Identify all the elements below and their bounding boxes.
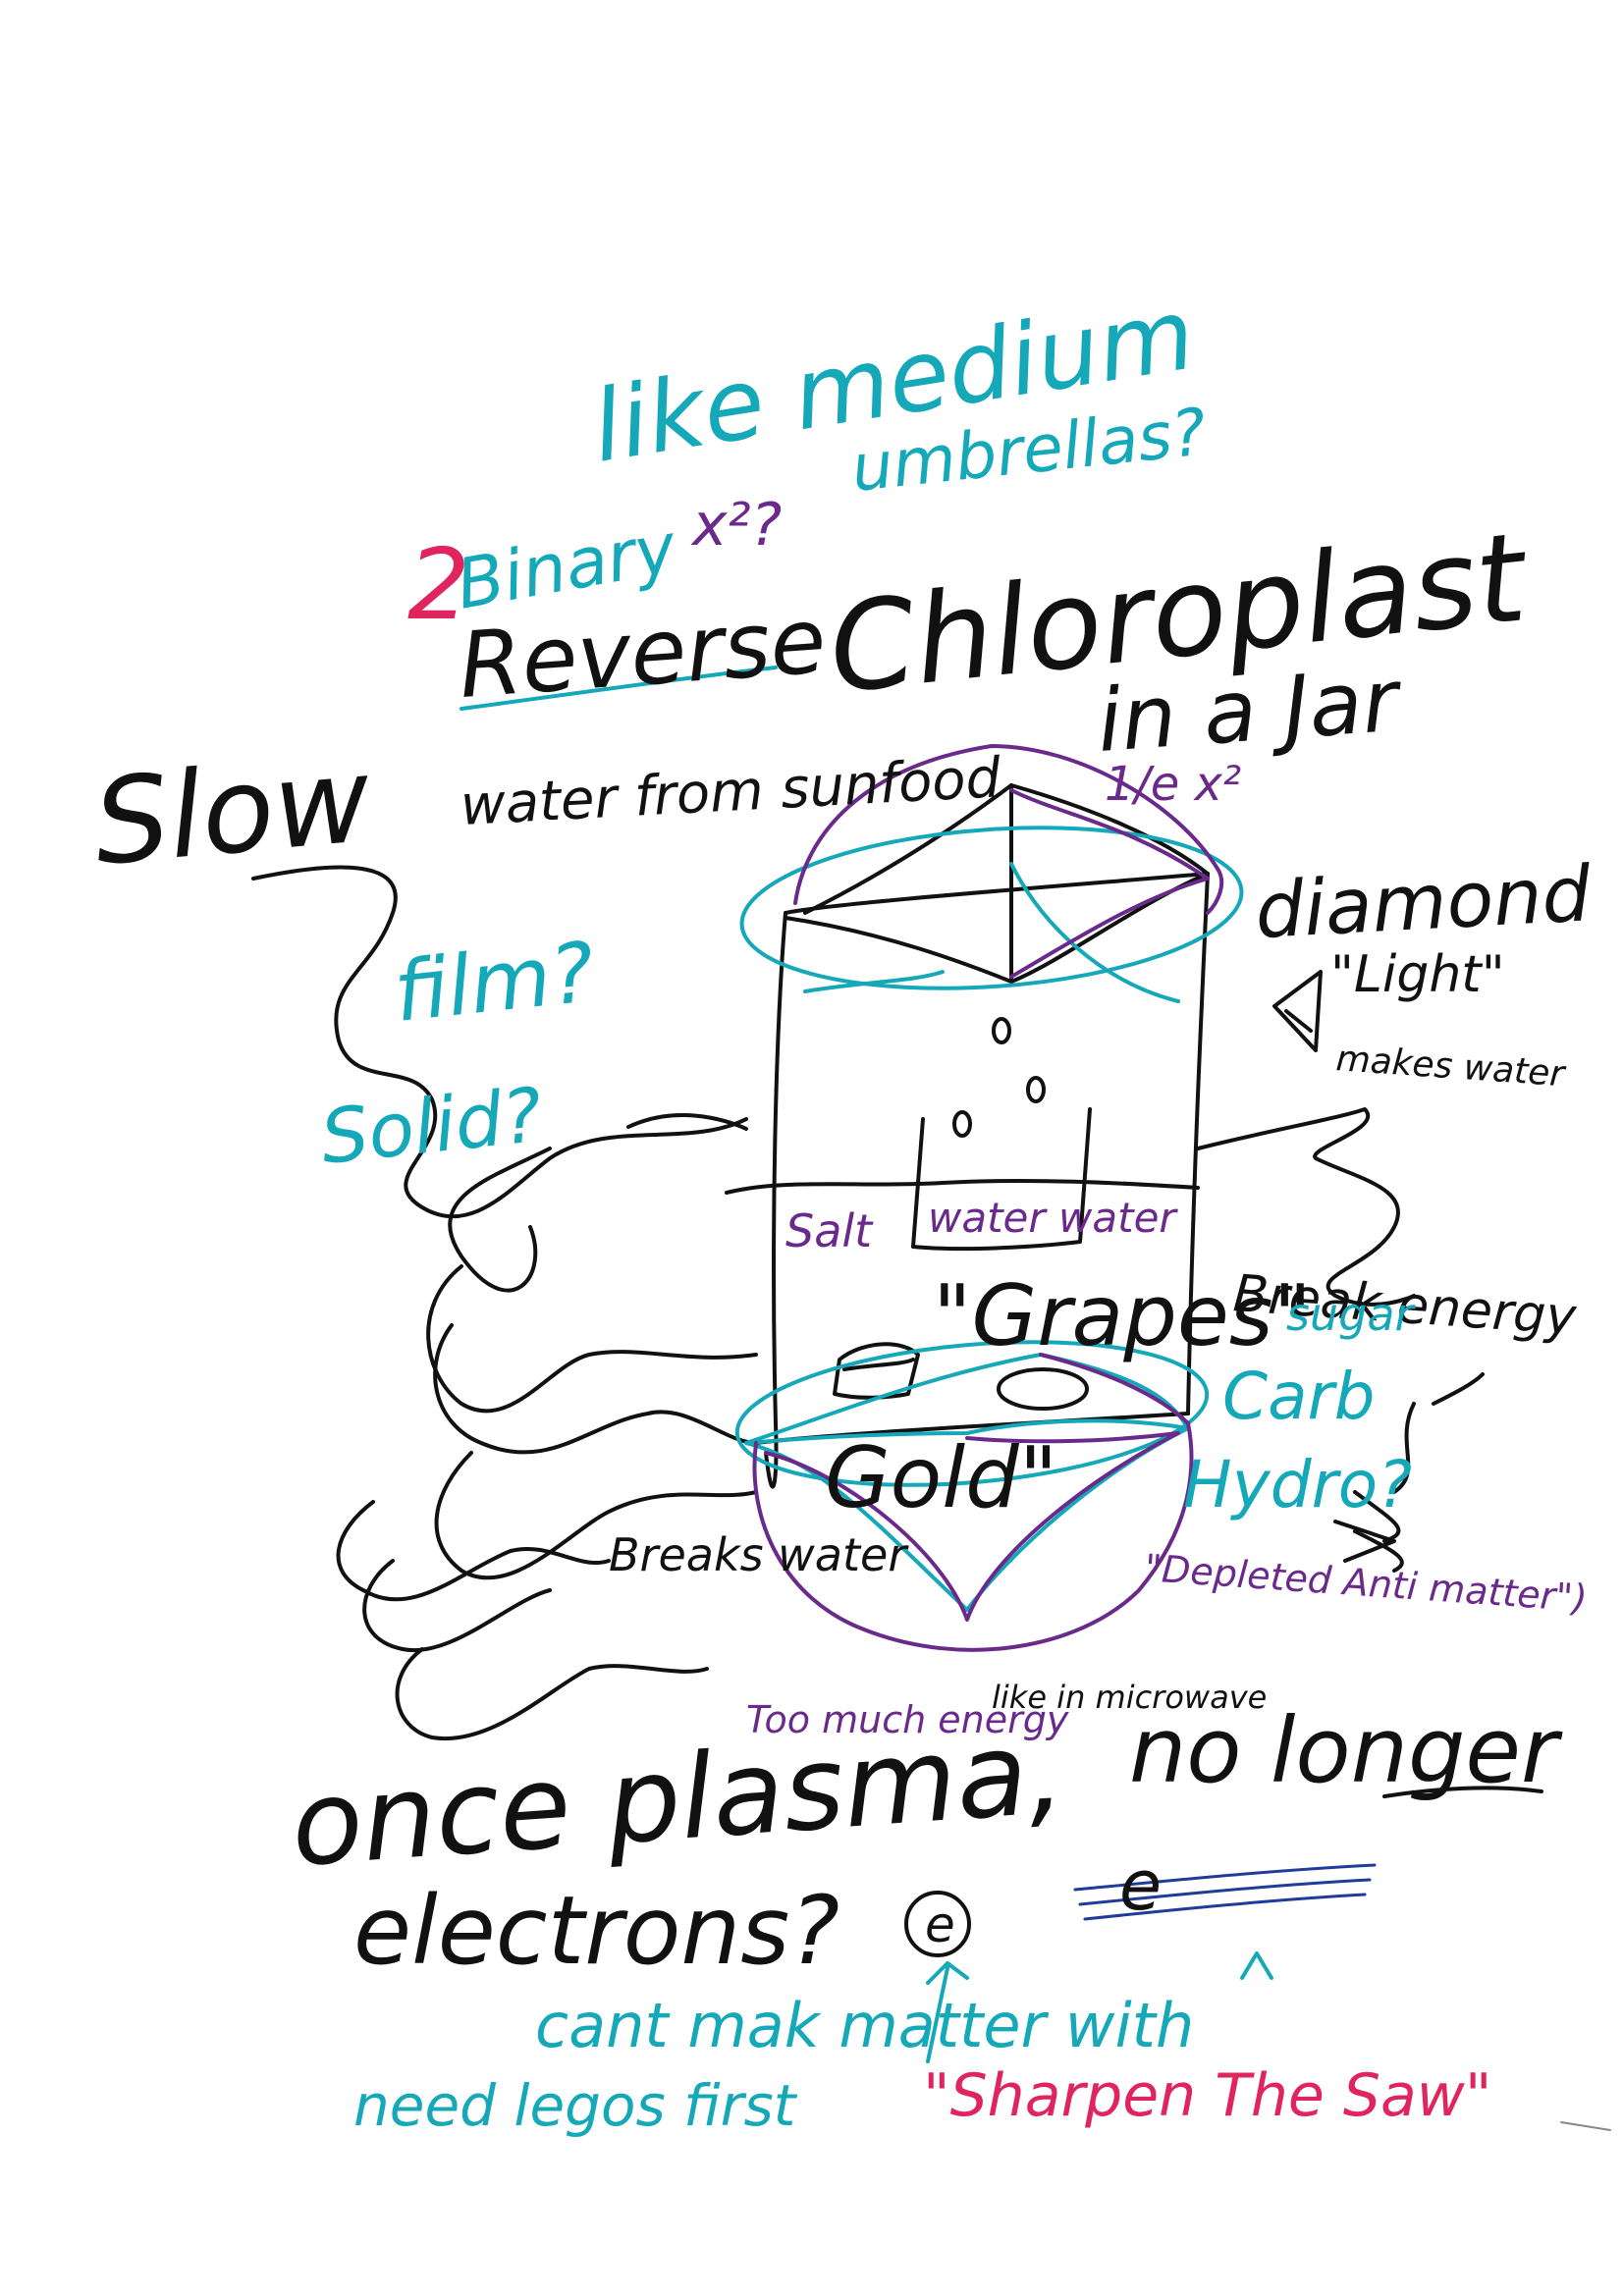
- note-sharpen-the-saw: "Sharpen The Saw": [923, 2061, 1491, 2130]
- underline-no-longer: [1382, 1786, 1543, 1798]
- note-reverse: Reverse: [456, 588, 829, 719]
- note-breaks-water: Breaks water: [609, 1528, 909, 1581]
- right-zigzag-upper: [1196, 1107, 1416, 1307]
- electron-symbol-circle: [904, 1891, 971, 1957]
- jar-right-wall: [1186, 872, 1210, 1415]
- note-sugar: sugar: [1286, 1288, 1417, 1341]
- note-crossed-e: e: [1119, 1845, 1162, 1926]
- note-in-a-jar: in a Jar: [1094, 650, 1405, 772]
- note-too-much-energy: Too much energy: [746, 1698, 1069, 1741]
- inner-cup: [911, 1107, 1092, 1252]
- note-e-symbol: e: [925, 1896, 955, 1953]
- zigzag-wave-upper: [251, 865, 748, 1219]
- note-one-over-e: 1/e x²: [1105, 757, 1241, 812]
- note-makes-water: makes water: [1334, 1039, 1567, 1095]
- purple-inner-diamond: [1039, 1353, 1190, 1425]
- jar-left-wall: [764, 911, 787, 1489]
- funnel-top-left: [803, 783, 1013, 915]
- note-once-plasma: once plasma,: [287, 1703, 1068, 1893]
- bubble-2: [1026, 1076, 1046, 1103]
- note-solid: Solid?: [317, 1071, 547, 1181]
- funnel-top: [784, 783, 1210, 984]
- notes-layer: like medium umbrellas? 2 Binary x²? Reve…: [88, 277, 1593, 2139]
- water-line: [725, 1178, 1200, 1195]
- note-slow: Slow: [88, 732, 376, 892]
- teal-ellipse-top: [739, 826, 1244, 990]
- strike-crossed-e: [1073, 1863, 1377, 1921]
- purple-outer-outline: [793, 744, 1224, 915]
- purple-lower-outline: [752, 1421, 1194, 1652]
- gold-block-right: [997, 1367, 1089, 1411]
- zigzag-wave-bottom: [395, 1647, 709, 1741]
- note-gold: Gold": [825, 1429, 1057, 1527]
- note-like-in-microwave: like in microwave: [992, 1679, 1267, 1716]
- note-cant-make-matter-with: cant mak matter with: [535, 1990, 1194, 2061]
- bubble-1: [992, 1017, 1011, 1044]
- note-diamond: diamond: [1253, 850, 1593, 956]
- teal-hourglass-curve: [803, 862, 1180, 1003]
- arrow-depleted: [1333, 1520, 1396, 1563]
- note-water-from-sunfood: water from sunfood: [459, 746, 1002, 838]
- note-no-longer: no longer: [1129, 1698, 1563, 1803]
- note-electrons: electrons?: [353, 1876, 839, 1986]
- right-zigzag-lower: [1353, 1372, 1485, 1573]
- note-two-two: 2: [407, 527, 470, 642]
- note-film: film?: [390, 924, 599, 1041]
- note-depleted-antimatter: "Depleted Anti matter"): [1143, 1546, 1589, 1620]
- arrow-up-make-matter: [926, 1961, 969, 2063]
- note-salt: Salt: [785, 1204, 874, 1257]
- note-carb: Carb: [1222, 1359, 1376, 1434]
- arrow-up-with: [1240, 1951, 1273, 1980]
- diamond-glyph: [1272, 970, 1323, 1052]
- zigzag-wave-lower: [336, 1323, 758, 1653]
- bubble-3: [952, 1110, 972, 1138]
- note-grapes: "Grapes": [933, 1267, 1312, 1365]
- zigzag-wave-middle: [426, 1113, 758, 1414]
- note-x-squared: x²?: [690, 491, 782, 560]
- note-hydro: Hydro?: [1183, 1447, 1412, 1522]
- gold-block-left: [833, 1342, 920, 1400]
- strike-reverse: [460, 666, 778, 711]
- purple-upper-lens: [1009, 788, 1210, 979]
- teal-ellipse-bottom: [734, 1340, 1210, 1487]
- note-need-legos-first: need legos first: [353, 2072, 798, 2139]
- note-light: "Light": [1330, 945, 1505, 1004]
- purple-lower-lens: [764, 1431, 1180, 1622]
- page-corner-mark: [1560, 2121, 1611, 2131]
- note-water-water: water water: [928, 1194, 1178, 1242]
